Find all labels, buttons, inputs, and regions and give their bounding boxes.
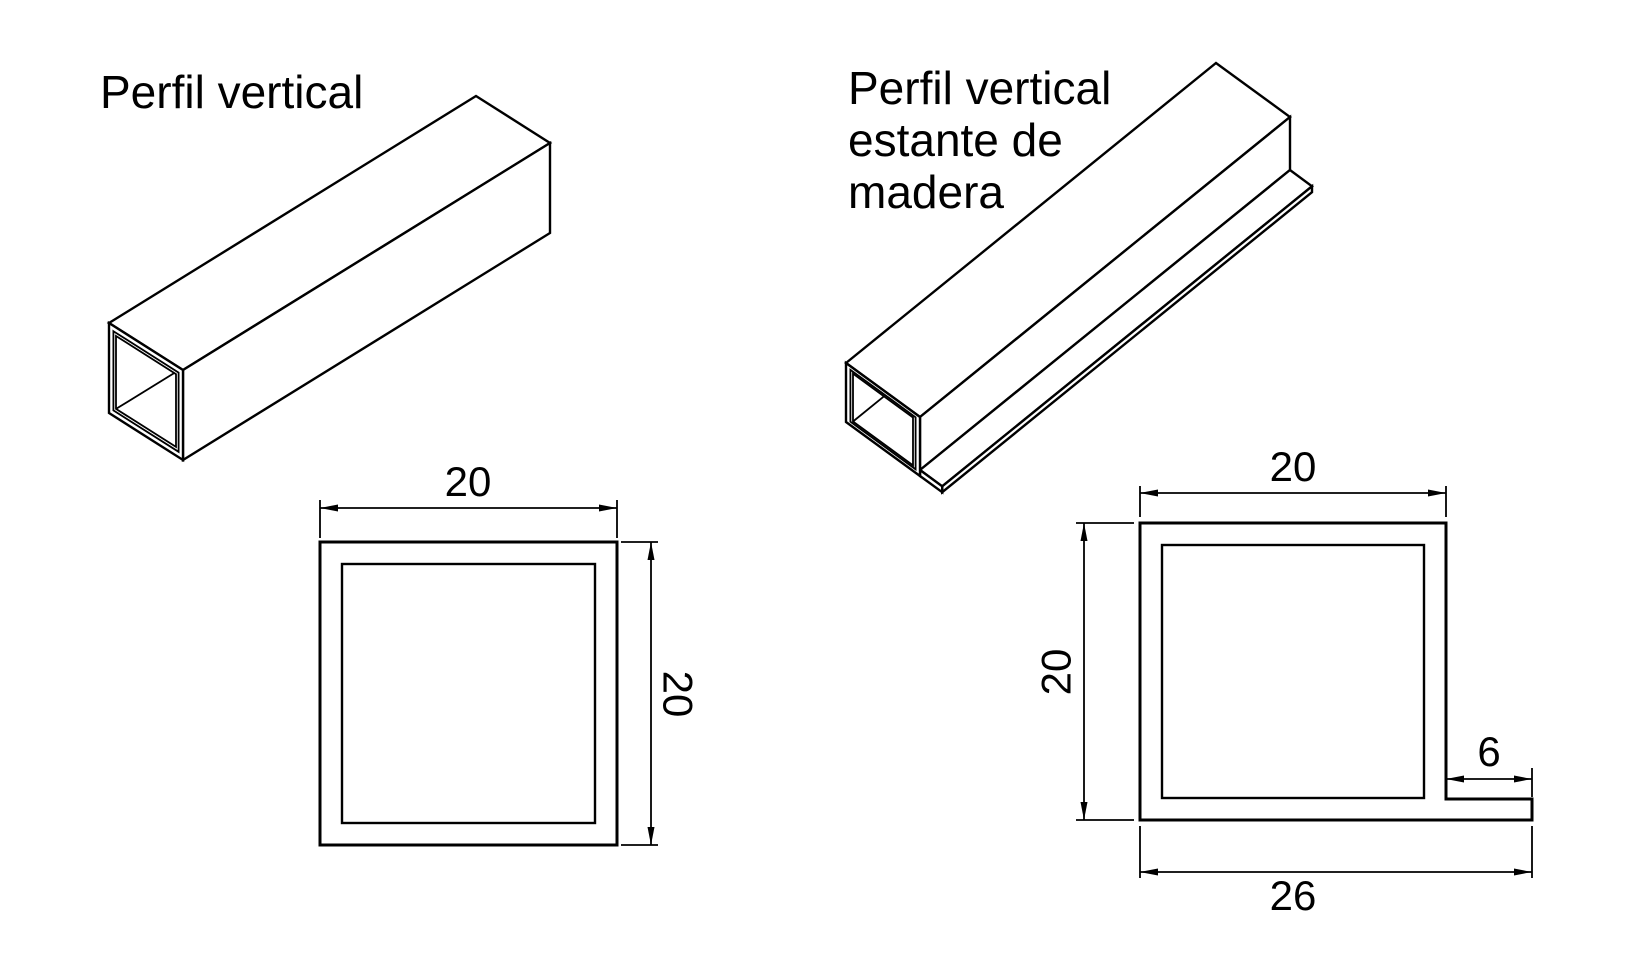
iso-view-square-tube: [106, 94, 553, 463]
height-dimension-label: 20: [1033, 649, 1080, 696]
arrowhead-bottom: [647, 827, 655, 845]
flange-width-dimension: 6: [1446, 728, 1533, 797]
arrowhead-top: [647, 542, 655, 560]
arrowhead-bottom: [1080, 802, 1088, 820]
arrowhead-left: [1140, 868, 1158, 876]
right-height-dimension: 20: [1033, 522, 1134, 821]
arrowhead-right: [1428, 489, 1446, 497]
right-cross-section: 20 20 6: [1033, 443, 1534, 919]
flange-dimension-label: 6: [1477, 728, 1500, 775]
left-figure: Perfil vertical 20: [100, 66, 701, 847]
arrowhead-right: [1514, 775, 1532, 783]
left-width-dimension: 20: [319, 458, 618, 538]
extension-lines: [1139, 826, 1533, 878]
height-dimension-label: 20: [654, 671, 701, 718]
extension-lines: [1139, 486, 1447, 517]
section-outer-square: [318, 540, 619, 847]
arrowhead-left: [320, 504, 338, 512]
extension-lines: [319, 500, 618, 538]
right-figure-title-line1: Perfil vertical: [848, 62, 1111, 114]
right-figure-title-line3: madera: [848, 166, 1004, 218]
right-width-dimension: 20: [1139, 443, 1447, 517]
tube-bore-inner-line: [115, 334, 177, 449]
flanged-tube-bore-inner-line: [852, 371, 914, 468]
extension-lines: [621, 541, 658, 846]
tube-bore-outer-line: [112, 329, 180, 454]
section-inner-square: [1160, 543, 1426, 800]
tube-bore-diagonal-edge: [115, 372, 175, 410]
arrowhead-right: [1514, 868, 1532, 876]
left-figure-title: Perfil vertical: [100, 66, 363, 118]
tube-front-face: [107, 320, 185, 463]
flanged-tube-front-face: [844, 360, 922, 479]
left-cross-section: 20 20: [318, 458, 701, 847]
width-dimension-label: 20: [1270, 443, 1317, 490]
flanged-tube-bore-outer-line: [849, 368, 917, 472]
extension-lines: [1076, 522, 1134, 821]
total-width-dimension-label: 26: [1270, 872, 1317, 919]
total-width-dimension: 26: [1139, 826, 1533, 919]
flanged-tube-bore-diagonal-edge: [852, 395, 885, 423]
iso-view-flanged-tube: [844, 61, 1314, 495]
arrowhead-left: [1446, 775, 1464, 783]
arrowhead-left: [1140, 489, 1158, 497]
right-figure-title-line2: estante de: [848, 114, 1063, 166]
section-inner-square: [340, 562, 597, 825]
right-figure: Perfil vertical estante de madera: [844, 61, 1534, 919]
left-height-dimension: 20: [621, 541, 701, 846]
section-outer-profile: [1138, 521, 1534, 822]
width-dimension-label: 20: [445, 458, 492, 505]
arrowhead-top: [1080, 523, 1088, 541]
arrowhead-right: [599, 504, 617, 512]
